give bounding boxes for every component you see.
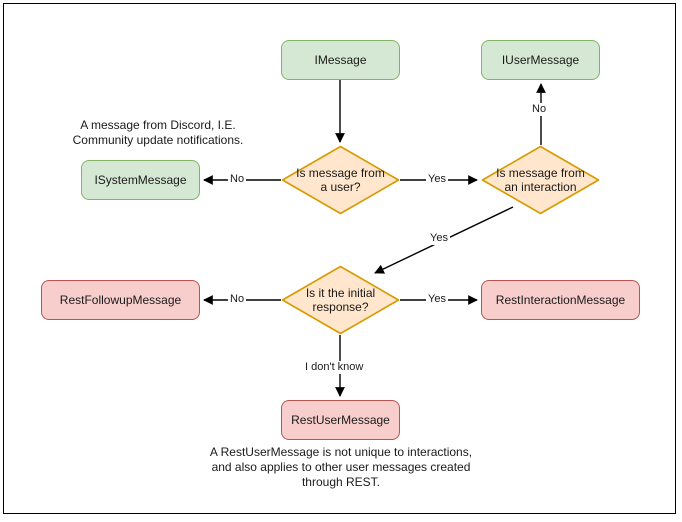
node-restinteractionmessage-label: RestInteractionMessage <box>495 293 626 307</box>
note-rest-user-message: A RestUserMessage is not unique to inter… <box>209 445 473 489</box>
diamond-shape <box>281 145 400 215</box>
node-is-message-from-a-user[interactable]: Is message from a user? <box>281 145 400 215</box>
node-restinteractionmessage[interactable]: RestInteractionMessage <box>481 280 640 320</box>
diamond-shape <box>481 145 600 215</box>
diamond-shape <box>281 265 400 335</box>
node-iusermessage-label: IUserMessage <box>501 53 580 67</box>
edge-label-user-question-no: No <box>228 173 247 186</box>
node-iusermessage[interactable]: IUserMessage <box>481 40 600 80</box>
node-is-message-from-a-user-label: Is message from a user? <box>296 166 385 194</box>
edge-label-interaction-question-no: No <box>530 103 549 116</box>
node-restusermessage-label: RestUserMessage <box>291 413 390 427</box>
node-imessage-label: IMessage <box>314 53 367 67</box>
node-isystemmessage[interactable]: ISystemMessage <box>81 160 200 200</box>
edge-label-initial-response-no: No <box>228 293 247 306</box>
node-is-message-from-an-interaction-label: Is message from an interaction <box>496 166 585 194</box>
node-imessage[interactable]: IMessage <box>281 40 400 80</box>
node-is-it-the-initial-response-label: Is it the initial response? <box>305 286 376 314</box>
edge-label-user-question-yes: Yes <box>426 173 448 186</box>
edge-label-initial-response-yes: Yes <box>426 293 448 306</box>
node-restfollowupmessage-label: RestFollowupMessage <box>59 293 182 307</box>
edge-label-initial-response-idontknow: I don't know <box>303 361 366 374</box>
node-restfollowupmessage[interactable]: RestFollowupMessage <box>41 280 200 320</box>
edge-label-interaction-question-yes: Yes <box>428 232 450 245</box>
node-is-it-the-initial-response[interactable]: Is it the initial response? <box>281 265 400 335</box>
node-is-message-from-an-interaction[interactable]: Is message from an interaction <box>481 145 600 215</box>
note-system-message: A message from Discord, I.E. Community u… <box>72 118 244 147</box>
node-isystemmessage-label: ISystemMessage <box>94 173 187 187</box>
node-restusermessage[interactable]: RestUserMessage <box>281 400 400 440</box>
